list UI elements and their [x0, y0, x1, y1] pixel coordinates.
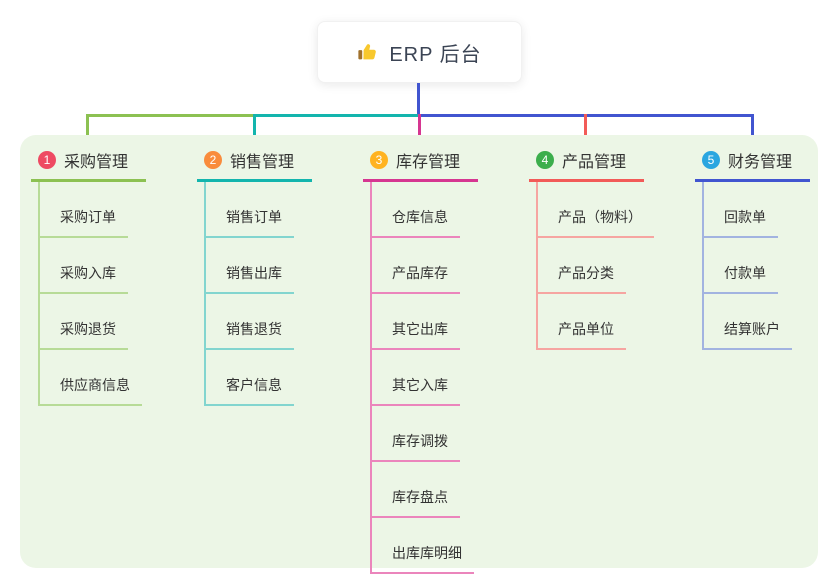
branch-index-badge: 4 — [536, 151, 554, 169]
child-node[interactable]: 产品（物料） — [538, 182, 654, 238]
branch-children: 销售订单销售出库销售退货客户信息 — [204, 182, 294, 406]
child-node[interactable]: 出库库明细 — [372, 518, 474, 574]
connector-branch-drop — [584, 114, 587, 145]
branch-1: 1 采购管理采购订单采购入库采购退货供应商信息 — [31, 146, 146, 406]
branch-label: 财务管理 — [728, 154, 793, 171]
branch-2: 2 销售管理销售订单销售出库销售退货客户信息 — [197, 146, 312, 406]
branch-title[interactable]: 2 销售管理 — [197, 146, 312, 182]
branch-title[interactable]: 1 采购管理 — [31, 146, 146, 182]
child-node[interactable]: 仓库信息 — [372, 182, 460, 238]
connector-rail-mid — [255, 114, 420, 117]
branch-index-badge: 5 — [702, 151, 720, 169]
branch-children: 仓库信息产品库存其它出库其它入库库存调拨库存盘点出库库明细 — [370, 182, 474, 574]
child-node[interactable]: 产品单位 — [538, 294, 626, 350]
branch-3: 3 库存管理仓库信息产品库存其它出库其它入库库存调拨库存盘点出库库明细 — [363, 146, 478, 574]
connector-branch-drop — [751, 114, 754, 145]
connector-branch-drop — [253, 114, 256, 145]
branch-title[interactable]: 3 库存管理 — [363, 146, 478, 182]
child-node[interactable]: 采购入库 — [40, 238, 128, 294]
child-node[interactable]: 客户信息 — [206, 350, 294, 406]
branch-5: 5 财务管理回款单付款单结算账户 — [695, 146, 810, 350]
child-node[interactable]: 回款单 — [704, 182, 778, 238]
child-node[interactable]: 结算账户 — [704, 294, 792, 350]
child-node[interactable]: 其它出库 — [372, 294, 460, 350]
branches-panel: 1 采购管理采购订单采购入库采购退货供应商信息 2 销售管理销售订单销售出库销售退货客… — [20, 135, 818, 574]
child-node[interactable]: 库存盘点 — [372, 462, 460, 518]
child-node[interactable]: 销售退货 — [206, 294, 294, 350]
branch-title[interactable]: 4 产品管理 — [529, 146, 644, 182]
connector-root-drop — [417, 83, 420, 114]
branch-4: 4 产品管理产品（物料）产品分类产品单位 — [529, 146, 654, 350]
root-label: ERP 后台 — [389, 43, 482, 66]
branch-label: 采购管理 — [64, 154, 129, 171]
thumbs-up-icon — [357, 41, 379, 63]
child-node[interactable]: 销售出库 — [206, 238, 294, 294]
connector-branch-drop — [418, 114, 421, 145]
branch-index-badge: 2 — [204, 151, 222, 169]
connector-branch-drop — [86, 114, 89, 145]
root-node[interactable]: ERP 后台 — [317, 21, 522, 83]
child-node[interactable]: 库存调拨 — [372, 406, 460, 462]
child-node[interactable]: 采购订单 — [40, 182, 128, 238]
child-node[interactable]: 产品分类 — [538, 238, 626, 294]
branch-children: 产品（物料）产品分类产品单位 — [536, 182, 654, 350]
child-node[interactable]: 供应商信息 — [40, 350, 142, 406]
branch-index-badge: 3 — [370, 151, 388, 169]
branch-children: 回款单付款单结算账户 — [702, 182, 792, 350]
child-node[interactable]: 采购退货 — [40, 294, 128, 350]
branch-index-badge: 1 — [38, 151, 56, 169]
child-node[interactable]: 其它入库 — [372, 350, 460, 406]
child-node[interactable]: 付款单 — [704, 238, 778, 294]
branch-label: 库存管理 — [396, 154, 461, 171]
child-node[interactable]: 销售订单 — [206, 182, 294, 238]
branch-title[interactable]: 5 财务管理 — [695, 146, 810, 182]
branch-label: 销售管理 — [230, 154, 295, 171]
connector-rail-left — [86, 114, 255, 117]
child-node[interactable]: 产品库存 — [372, 238, 460, 294]
branch-label: 产品管理 — [562, 154, 627, 171]
branch-children: 采购订单采购入库采购退货供应商信息 — [38, 182, 142, 406]
